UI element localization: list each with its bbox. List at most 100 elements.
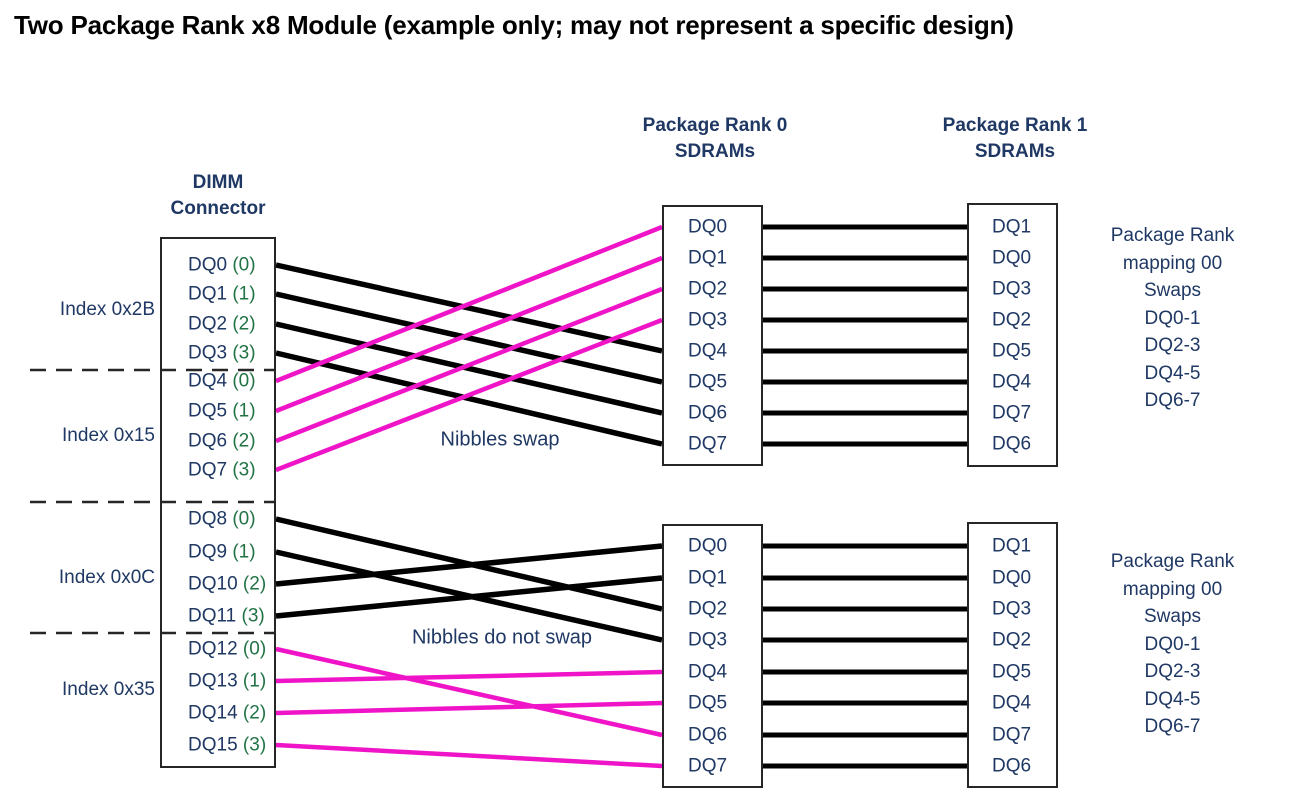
pin-group-index: (3) [236, 605, 265, 627]
nibble-separator-lines [30, 368, 275, 635]
pin-label: DQ7 [992, 402, 1032, 424]
pin-label: DQ4 [992, 371, 1032, 393]
rank1-lower-pin-dq7-6: DQ7 [992, 726, 1031, 745]
pin-label: DQ0 [188, 254, 228, 276]
pin-group-index: (2) [227, 430, 256, 452]
pin-group-index: (2) [237, 702, 267, 724]
rank0-header-line2: SDRAMs [674, 140, 756, 162]
rank0-lower-sdram-box [662, 524, 763, 788]
pin-group-index: (1) [227, 283, 256, 305]
rank0-upper-pin-dq2-2: DQ2 [688, 280, 727, 299]
rank1-upper-pin-dq6-7: DQ6 [992, 435, 1031, 454]
rank1-lower-pin-dq2-3: DQ2 [992, 631, 1031, 650]
rank0-lower-pin-dq2-2: DQ2 [688, 600, 727, 619]
pin-label: DQ8 [188, 508, 228, 530]
pin-label: DQ0 [688, 535, 728, 557]
index-label-0: Index 0x2B [59, 299, 155, 320]
pin-label: DQ5 [992, 340, 1032, 362]
pin-group-index: (3) [227, 459, 256, 481]
pin-label: DQ2 [688, 598, 728, 620]
dimm-connector-box [160, 237, 276, 768]
rank0-upper-pin-dq1-1: DQ1 [688, 249, 727, 268]
mapping-upper-swap-1: DQ2-3 [1144, 335, 1201, 357]
rank1-upper-pin-dq3-2: DQ3 [992, 280, 1031, 299]
rank-bridge-wires [763, 224, 967, 769]
pin-group-index: (1) [227, 541, 256, 563]
dimm-pin-dq7-7: DQ7 (3) [188, 461, 256, 480]
pin-label: DQ5 [992, 661, 1032, 683]
pin-label: DQ4 [992, 692, 1032, 714]
pin-label: DQ1 [688, 567, 728, 589]
page-title: Two Package Rank x8 Module (example only… [14, 10, 1014, 40]
dimm-connector-header: DIMM Connector [148, 170, 288, 221]
pin-label: DQ3 [992, 278, 1032, 300]
pin-label: DQ3 [992, 598, 1032, 620]
mapping-lower-line2: mapping 00 [1122, 578, 1223, 600]
pin-label: DQ3 [688, 309, 728, 331]
rank0-lower-pin-dq0-0: DQ0 [688, 537, 727, 556]
pin-label: DQ10 [188, 573, 238, 595]
rank1-upper-pin-dq0-1: DQ0 [992, 249, 1031, 268]
index-label-3: Index 0x35 [62, 679, 155, 700]
mapping-upper-line1: Package Rank [1110, 225, 1235, 246]
wire-upper-magenta-DQ7 [275, 317, 663, 473]
pin-label: DQ7 [992, 724, 1032, 746]
pin-label: DQ4 [688, 661, 728, 683]
dimm-pin-dq12-12: DQ12 (0) [188, 640, 266, 659]
pin-label: DQ6 [992, 755, 1032, 777]
rank1-header-line2: SDRAMs [974, 140, 1056, 162]
rank0-header-line1: Package Rank 0 [642, 115, 788, 136]
rank0-upper-pin-dq0-0: DQ0 [688, 218, 727, 237]
rank1-lower-sdram-box [967, 522, 1058, 788]
rank0-upper-pin-dq6-6: DQ6 [688, 404, 727, 423]
pin-label: DQ1 [992, 535, 1032, 557]
rank1-lower-pin-dq6-7: DQ6 [992, 757, 1031, 776]
dimm-header-line2: Connector [170, 197, 266, 219]
pin-label: DQ5 [688, 371, 728, 393]
dimm-pin-dq6-6: DQ6 (2) [188, 432, 256, 451]
black-dq-wires [275, 262, 663, 643]
rank1-header-line1: Package Rank 1 [942, 115, 1088, 136]
mapping-lower-line3: Swaps [1143, 606, 1202, 628]
dimm-pin-dq1-1: DQ1 (1) [188, 285, 256, 304]
rank1-lower-pin-dq1-0: DQ1 [992, 537, 1031, 556]
wire-lower-magenta-DQ15 [275, 742, 663, 769]
pin-group-index: (2) [227, 313, 256, 335]
rank1-upper-pin-dq4-5: DQ4 [992, 373, 1031, 392]
rank1-lower-pin-dq5-4: DQ5 [992, 663, 1031, 682]
mapping-upper-swap-3: DQ6-7 [1144, 390, 1201, 412]
pin-group-index: (0) [227, 370, 256, 392]
pin-label: DQ4 [688, 340, 728, 362]
pin-label: DQ2 [188, 313, 228, 335]
pin-label: DQ1 [688, 247, 728, 269]
rank0-lower-pin-dq7-7: DQ7 [688, 757, 727, 776]
pin-label: DQ6 [188, 430, 228, 452]
pin-label: DQ13 [188, 670, 238, 692]
index-label-2: Index 0x0C [58, 567, 155, 588]
rank0-lower-pin-dq6-6: DQ6 [688, 726, 727, 745]
pin-label: DQ5 [688, 692, 728, 714]
mapping-lower-swap-2: DQ4-5 [1144, 688, 1201, 710]
mapping-lower-swap-3: DQ6-7 [1144, 716, 1201, 738]
pin-label: DQ0 [992, 247, 1032, 269]
pin-label: DQ6 [992, 433, 1032, 455]
mapping-upper-line3: Swaps [1143, 280, 1202, 302]
wire-upper-magenta-DQ5 [275, 255, 663, 414]
dimm-pin-dq9-9: DQ9 (1) [188, 543, 256, 562]
rank1-upper-pin-dq5-4: DQ5 [992, 342, 1031, 361]
package-rank-0-header: Package Rank 0 SDRAMs [615, 113, 815, 164]
pin-label: DQ2 [992, 629, 1032, 651]
pin-label: DQ1 [992, 216, 1032, 238]
pin-label: DQ11 [188, 605, 237, 627]
pin-label: DQ3 [188, 342, 228, 364]
mapping-upper-swap-2: DQ4-5 [1144, 362, 1201, 384]
pin-label: DQ2 [688, 278, 728, 300]
pin-label: DQ3 [688, 629, 728, 651]
mapping-lower-swap-0: DQ0-1 [1144, 633, 1201, 655]
magenta-dq-wires [275, 224, 663, 769]
dimm-pin-dq5-5: DQ5 (1) [188, 402, 256, 421]
dimm-header-line1: DIMM [192, 172, 244, 193]
dimm-pin-dq0-0: DQ0 (0) [188, 256, 256, 275]
rank0-upper-pin-dq5-5: DQ5 [688, 373, 727, 392]
pin-label: DQ7 [188, 459, 228, 481]
